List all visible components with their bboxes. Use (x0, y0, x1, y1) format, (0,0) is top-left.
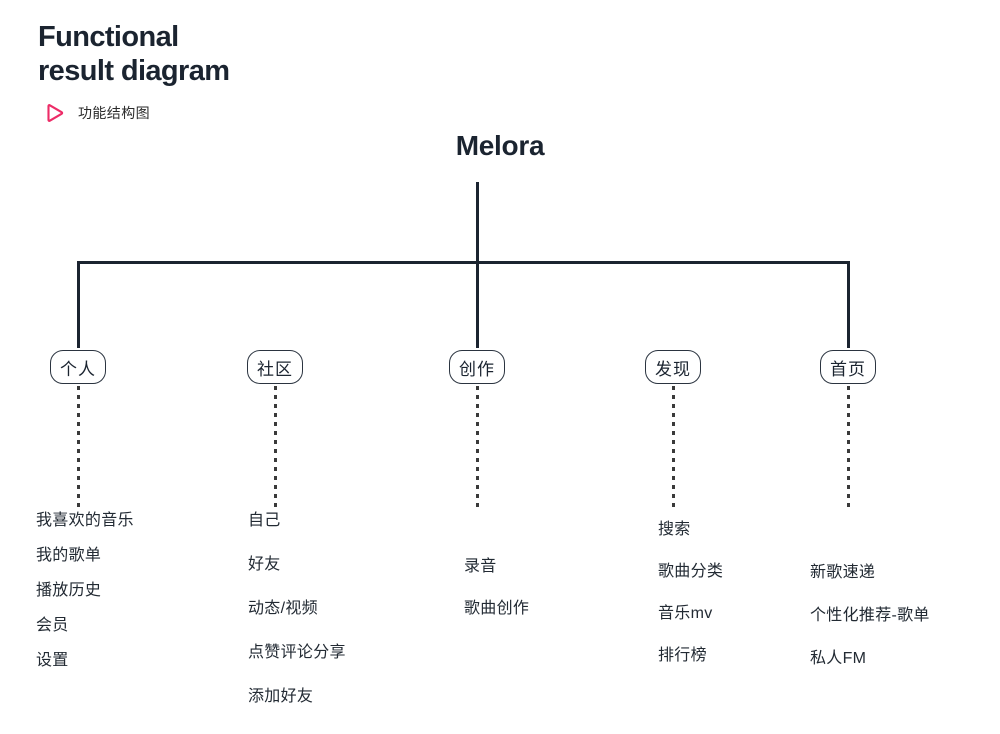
node-home[interactable]: 首页 (820, 350, 876, 384)
subtitle-row: 功能结构图 (44, 102, 229, 124)
list-item[interactable]: 播放历史 (36, 582, 102, 599)
node-create[interactable]: 创作 (449, 350, 505, 384)
node-personal[interactable]: 个人 (50, 350, 106, 384)
list-item[interactable]: 自己 (248, 512, 281, 529)
leaf-column-discover: 搜索 歌曲分类 音乐mv 排行榜 (658, 515, 723, 665)
page-title: Functional result diagram (38, 21, 230, 88)
connector-drop-create (476, 261, 479, 348)
list-item[interactable]: 排行榜 (658, 647, 707, 664)
subtitle-label: 功能结构图 (78, 105, 150, 122)
connector-drop-personal (77, 261, 80, 348)
list-item[interactable]: 我喜欢的音乐 (36, 512, 134, 529)
list-item[interactable]: 新歌速递 (810, 564, 876, 581)
list-item[interactable]: 私人FM (810, 650, 867, 667)
node-label: 个人 (60, 359, 96, 379)
list-item[interactable]: 会员 (36, 617, 69, 634)
list-item[interactable]: 搜索 (658, 521, 691, 538)
dotted-connector-create (476, 386, 479, 508)
list-item[interactable]: 好友 (248, 556, 281, 573)
leaf-column-community: 自己 好友 动态/视频 点赞评论分享 添加好友 (248, 506, 346, 706)
list-item[interactable]: 歌曲创作 (464, 600, 530, 617)
play-triangle-icon (44, 102, 66, 124)
dotted-connector-personal (77, 386, 80, 508)
dotted-connector-home (847, 386, 850, 508)
list-item[interactable]: 设置 (36, 652, 69, 669)
dotted-connector-community (274, 386, 277, 508)
connector-horizontal-bus (77, 261, 850, 264)
leaf-column-create: 录音 歌曲创作 (464, 552, 529, 618)
header: Functional result diagram 功能结构图 (38, 20, 230, 124)
list-item[interactable]: 添加好友 (248, 688, 314, 705)
list-item[interactable]: 我的歌单 (36, 547, 102, 564)
leaf-column-home: 新歌速递 个性化推荐-歌单 私人FM (810, 558, 930, 668)
list-item[interactable]: 动态/视频 (248, 600, 318, 617)
root-node-label: Melora (455, 130, 545, 161)
list-item[interactable]: 录音 (464, 558, 497, 575)
node-label: 社区 (257, 359, 293, 379)
connector-drop-home (847, 261, 850, 348)
list-item[interactable]: 个性化推荐-歌单 (810, 607, 930, 624)
dotted-connector-discover (672, 386, 675, 508)
node-label: 发现 (655, 359, 691, 379)
list-item[interactable]: 歌曲分类 (658, 563, 724, 580)
leaf-column-personal: 我喜欢的音乐 我的歌单 播放历史 会员 设置 (36, 506, 134, 670)
connector-root-stem (476, 182, 479, 262)
list-item[interactable]: 点赞评论分享 (248, 644, 346, 661)
node-label: 创作 (459, 359, 495, 379)
list-item[interactable]: 音乐mv (658, 605, 713, 622)
node-label: 首页 (830, 359, 866, 379)
node-community[interactable]: 社区 (247, 350, 303, 384)
node-discover[interactable]: 发现 (645, 350, 701, 384)
